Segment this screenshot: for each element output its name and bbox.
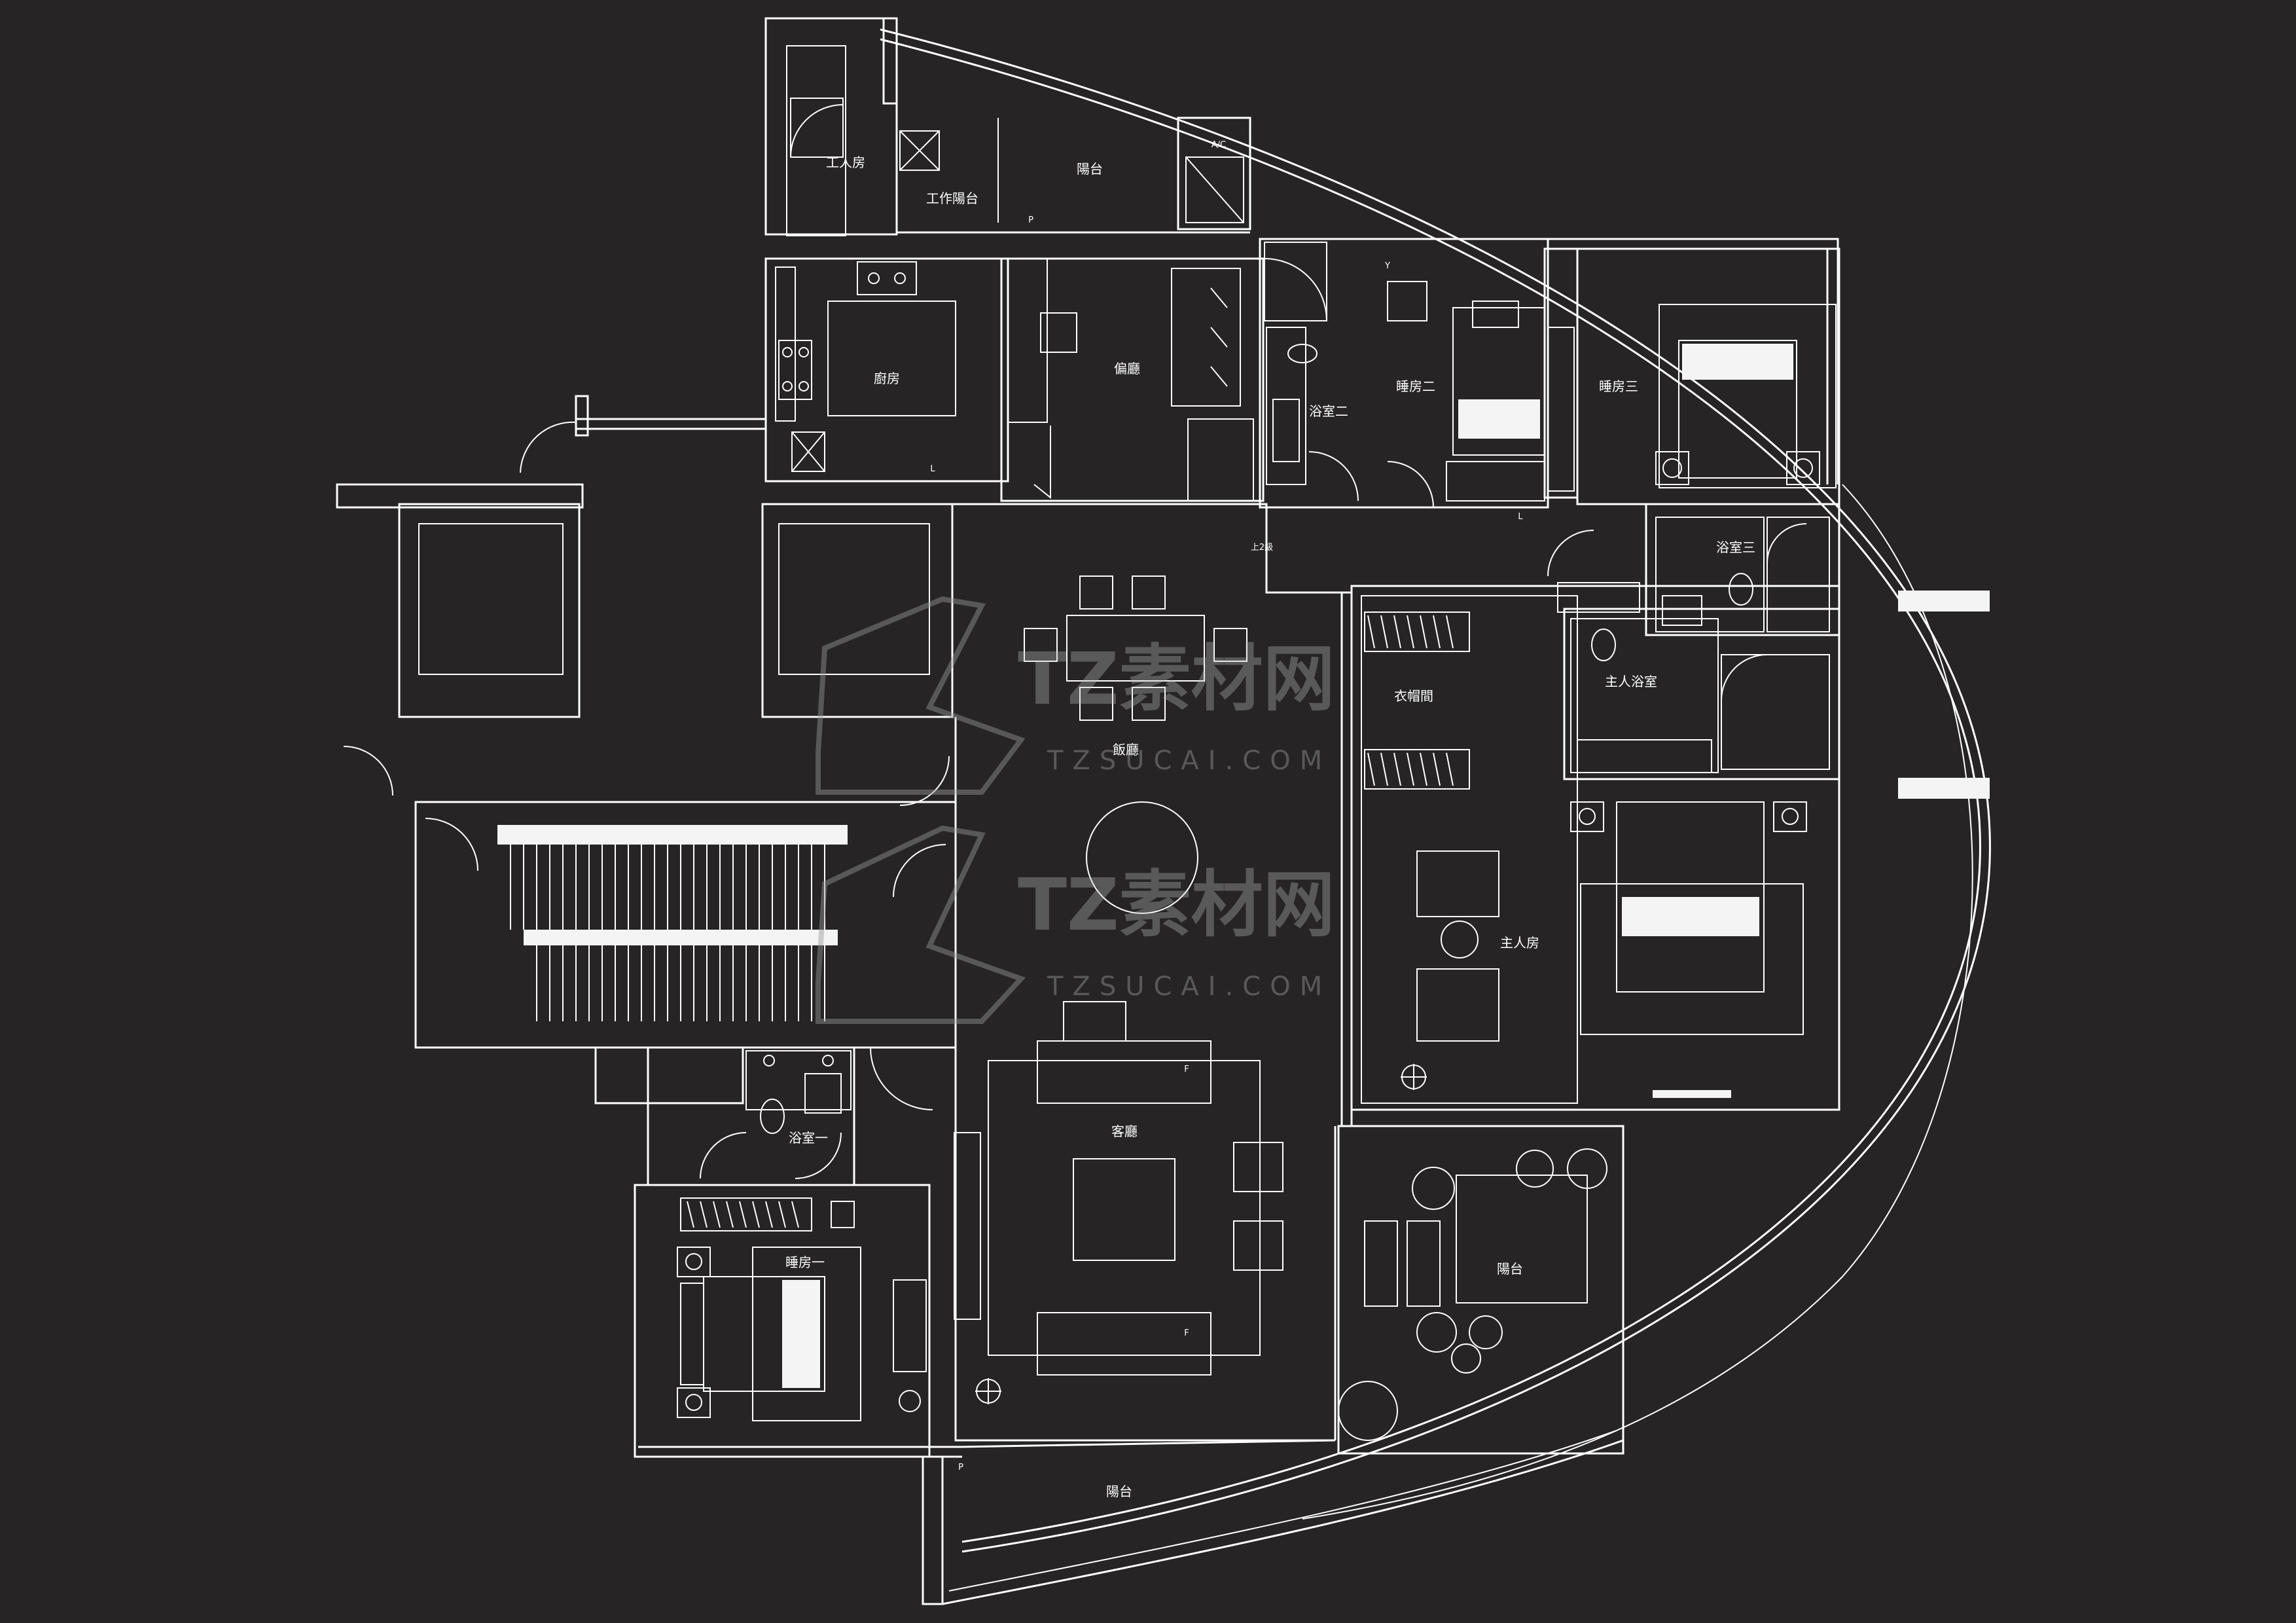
label-bath-three: 浴室三 [1716, 539, 1755, 555]
mark-up-two: 上2級 [1251, 543, 1273, 553]
label-balcony-top: 陽台 [1077, 161, 1103, 177]
watermark-logo-upper [816, 596, 1026, 795]
dining-core [336, 483, 1353, 1126]
mark-f-bottom: F [1184, 1328, 1189, 1338]
label-living: 客廳 [1111, 1123, 1138, 1139]
balcony-slat-lower [1898, 778, 1990, 799]
label-kitchen: 廚房 [874, 371, 900, 386]
watermark-brand-lower: TZ素材网 [1018, 863, 1335, 947]
label-side-hall: 偏廳 [1114, 361, 1140, 376]
master-bedroom-block [1350, 585, 1840, 1111]
label-bath-one: 浴室一 [789, 1130, 828, 1146]
kitchen-block [520, 257, 1265, 502]
label-work-balcony: 工作陽台 [926, 191, 978, 206]
mark-l-kitchen: L [930, 464, 935, 474]
label-balcony-right: 陽台 [1497, 1261, 1523, 1277]
mark-l-bed: L [1518, 512, 1523, 522]
label-walk-in-closet: 衣帽間 [1394, 688, 1433, 704]
mark-p-bottom: P [958, 1463, 963, 1472]
label-master-room: 主人房 [1500, 935, 1539, 951]
mark-y: Y [1384, 261, 1390, 271]
balcony-slat-upper [1898, 591, 1990, 611]
bedroom-one-block [594, 1046, 931, 1458]
servant-block [764, 17, 1251, 236]
watermark-domain-lower: TZSUCAI.COM [1047, 972, 1331, 1002]
bedroom-wing [1259, 238, 1840, 509]
label-bedroom-one: 睡房一 [785, 1254, 825, 1270]
right-balcony [1334, 1125, 1624, 1455]
label-servant-room: 工人房 [826, 155, 865, 170]
mark-p-top: P [1028, 215, 1033, 225]
watermark-brand-upper: TZ素材网 [1018, 637, 1335, 721]
label-dining: 飯廳 [1113, 742, 1139, 757]
watermark: TZ素材网 TZSUCAI.COM TZ素材网 TZSUCAI.COM [816, 596, 1335, 1024]
bottom-balcony [638, 1430, 1624, 1605]
master-bath-block [1547, 503, 1840, 780]
label-bedroom-three: 睡房三 [1599, 378, 1638, 394]
label-ac: A/C [1211, 140, 1226, 150]
mark-f-top: F [1184, 1065, 1189, 1074]
living-block [870, 717, 1335, 1442]
label-balcony-bottom: 陽台 [1106, 1484, 1132, 1499]
stair-core [414, 801, 957, 1049]
label-bath-two: 浴室二 [1309, 403, 1348, 419]
label-master-bath: 主人浴室 [1605, 674, 1657, 689]
watermark-logo-lower [816, 825, 1026, 1024]
watermark-domain-upper: TZSUCAI.COM [1047, 746, 1331, 776]
label-bedroom-two: 睡房二 [1396, 378, 1435, 394]
